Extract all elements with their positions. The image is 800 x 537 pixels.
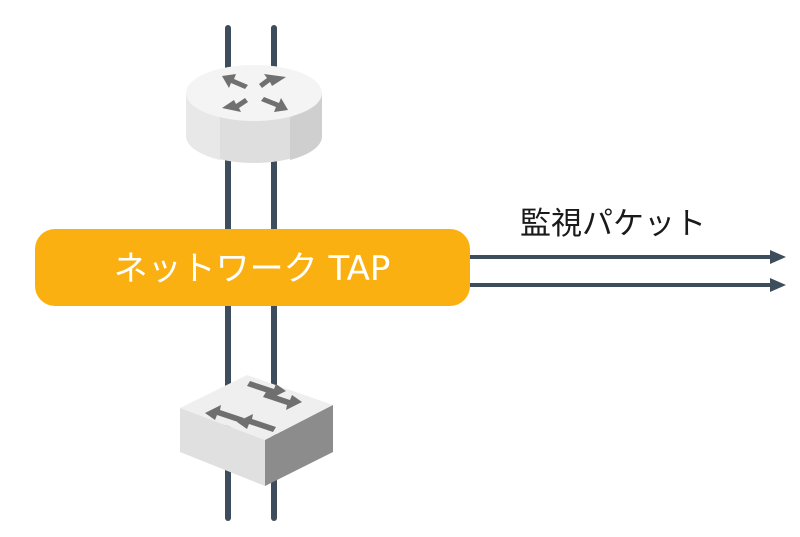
tap-label: ネットワーク TAP [114,249,391,289]
monitor-output-lines [470,250,786,292]
network-tap-box: ネットワーク TAP [35,229,470,306]
tap-bar [35,229,470,306]
switch-icon [180,375,333,486]
arrow-head-lower [770,278,786,292]
router-icon [185,65,323,163]
monitor-label: 監視パケット [520,206,706,242]
arrow-head-upper [770,250,786,264]
